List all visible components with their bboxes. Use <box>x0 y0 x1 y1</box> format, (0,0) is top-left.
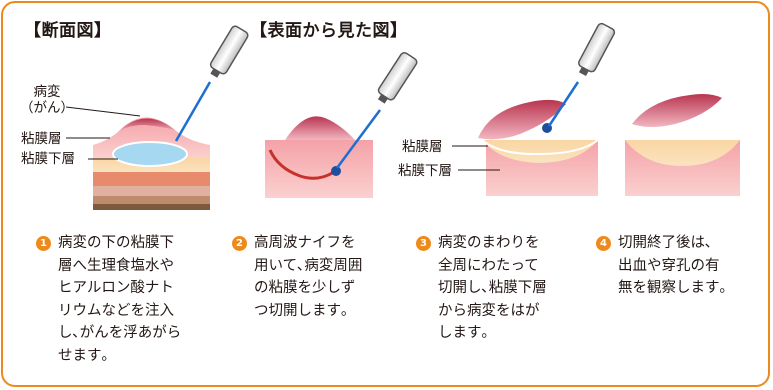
step-1: 1 病変の下の粘膜下 層へ生理食塩水や ヒアルロン酸ナト リウムなどを注入 し､… <box>36 232 226 367</box>
mucosa-label: 粘膜層 <box>21 131 62 147</box>
step-number-badge: 1 <box>36 236 51 251</box>
cross-section-heading: 【断面図】 <box>24 21 112 41</box>
step-text: 病変のまわりを 全周にわたって 切開し､粘膜下層 から病変をはが します｡ <box>438 235 547 341</box>
step-text: 高周波ナイフを 用いて､病変周囲 の粘膜を少しず つ切開します｡ <box>254 235 363 319</box>
step-number-badge: 4 <box>596 236 611 251</box>
lesion-label: 病変 （がん） <box>20 84 74 116</box>
peeling-diagram <box>452 22 616 196</box>
step-4: 4 切開終了後は､ 出血や穿孔の有 無を観察します｡ <box>596 232 766 300</box>
mucosa-label-2: 粘膜層 <box>402 139 443 155</box>
step-number-badge: 2 <box>232 236 247 251</box>
step-text: 病変の下の粘膜下 層へ生理食塩水や ヒアルロン酸ナト リウムなどを注入 し､がん… <box>58 235 182 364</box>
step-number-badge: 3 <box>416 236 431 251</box>
incision-start-diagram <box>265 52 418 198</box>
surface-view-heading: 【表面から見た図】 <box>250 21 408 41</box>
step-3: 3 病変のまわりを 全周にわたって 切開し､粘膜下層 から病変をはが します｡ <box>416 232 586 345</box>
submucosa-label-2: 粘膜下層 <box>398 163 452 179</box>
cross-section-diagram <box>65 25 249 210</box>
step-2: 2 高周波ナイフを 用いて､病変周囲 の粘膜を少しず つ切開します｡ <box>232 232 402 322</box>
completed-diagram <box>625 94 740 196</box>
submucosa-label: 粘膜下層 <box>21 151 75 167</box>
step-text: 切開終了後は､ 出血や穿孔の有 無を観察します｡ <box>618 235 727 296</box>
